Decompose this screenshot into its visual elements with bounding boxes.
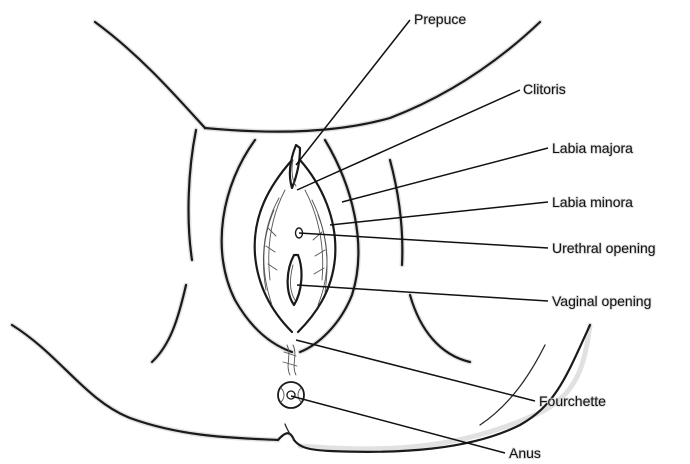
leader-anus	[291, 396, 505, 453]
leader-fourchette	[296, 340, 535, 401]
labia-minora-shape	[255, 160, 336, 332]
labels: Prepuce Clitoris Labia majora Labia mino…	[414, 11, 656, 461]
prepuce-shape	[290, 145, 300, 188]
label-vaginal-opening: Vaginal opening	[552, 293, 651, 309]
anus-shape	[278, 382, 304, 408]
leader-vaginal-opening	[297, 285, 548, 301]
label-clitoris: Clitoris	[523, 81, 566, 97]
label-labia-minora: Labia minora	[552, 194, 633, 210]
leader-lines	[291, 20, 548, 453]
leader-labia-minora	[330, 202, 548, 225]
thigh-contours	[152, 130, 545, 425]
leader-clitoris	[297, 90, 520, 190]
label-prepuce: Prepuce	[414, 11, 466, 27]
leader-prepuce	[296, 20, 410, 165]
label-fourchette: Fourchette	[539, 393, 606, 409]
vaginal-opening-shape	[288, 255, 302, 305]
label-labia-majora: Labia majora	[552, 140, 633, 156]
label-urethral-opening: Urethral opening	[552, 240, 656, 256]
label-anus: Anus	[509, 445, 541, 461]
